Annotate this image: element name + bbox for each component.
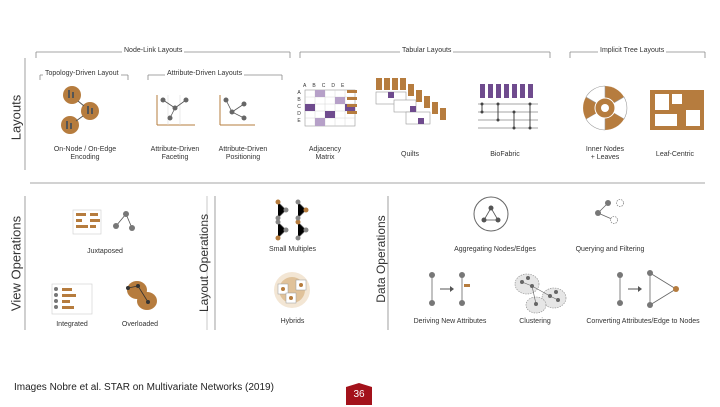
image-caption: Images Nobre et al. STAR on Multivariate…	[14, 382, 274, 393]
label-aggregating: Aggregating Nodes/Edges	[454, 246, 536, 253]
on-node-encoding-icon	[61, 86, 99, 134]
label-leaf-centric: Leaf-Centric	[655, 151, 695, 158]
section-label-layout-operations: Layout Operations	[197, 213, 211, 313]
aggregating-icon	[473, 196, 509, 232]
juxtaposed-icon	[72, 209, 135, 235]
header-node-link-layouts: Node-Link Layouts	[122, 47, 185, 54]
matrix-column-letters: ABCDE	[303, 83, 351, 89]
label-juxtaposed: Juxtaposed	[87, 248, 123, 255]
overloaded-icon	[126, 281, 157, 310]
label-converting-attributes: Converting Attributes/Edge to Nodes	[586, 318, 700, 325]
label-attribute-faceting: Attribute-Driven Faceting	[150, 146, 200, 161]
label-clustering: Clustering	[519, 318, 551, 325]
section-label-data-operations: Data Operations	[374, 215, 388, 303]
biofabric-icon	[478, 84, 538, 130]
label-inner-nodes-leaves: Inner Nodes + Leaves	[585, 146, 625, 161]
section-label-layouts: Layouts	[8, 94, 24, 141]
querying-icon	[595, 199, 624, 224]
positioning-icon	[219, 95, 255, 126]
header-tabular-layouts: Tabular Layouts	[400, 47, 454, 54]
faceting-icon	[156, 95, 195, 126]
converting-icon	[617, 270, 679, 308]
label-hybrids: Hybrids	[280, 318, 305, 325]
label-on-node-encoding: On-Node / On-Edge Encoding	[53, 146, 117, 161]
label-overloaded: Overloaded	[121, 321, 159, 328]
treemap-icon	[650, 90, 704, 130]
small-multiples-icon	[275, 199, 309, 241]
label-small-multiples: Small Multiples	[268, 246, 317, 253]
label-deriving-attributes: Deriving New Attributes	[413, 318, 487, 325]
page-number-badge: 36	[346, 383, 372, 405]
header-topology-driven-layout: Topology-Driven Layout	[43, 70, 121, 77]
label-attribute-positioning: Attribute-Driven Positioning	[218, 146, 268, 161]
label-integrated: Integrated	[56, 321, 88, 328]
label-quilts: Quilts	[401, 151, 419, 158]
sunburst-icon	[583, 85, 628, 131]
header-attribute-driven-layouts: Attribute-Driven Layouts	[165, 70, 245, 77]
label-adjacency-matrix: Adjacency Matrix	[308, 146, 342, 161]
clustering-icon	[514, 273, 567, 314]
section-label-view-operations: View Operations	[8, 215, 24, 312]
adjacency-matrix-icon	[304, 89, 357, 127]
integrated-icon	[51, 283, 93, 315]
label-biofabric: BioFabric	[490, 151, 520, 158]
label-querying-filtering: Querying and Filtering	[575, 246, 645, 253]
quilts-icon	[375, 78, 446, 125]
deriving-icon	[429, 272, 470, 306]
hybrids-icon	[274, 272, 310, 308]
header-implicit-tree-layouts: Implicit Tree Layouts	[598, 47, 667, 54]
